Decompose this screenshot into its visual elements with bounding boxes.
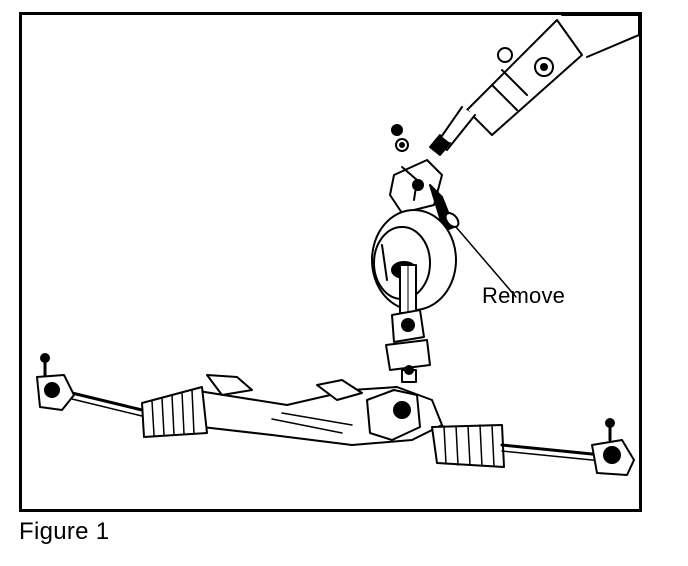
left-bellows-boot [141, 386, 208, 438]
upper-steering-shaft [429, 15, 639, 156]
steering-rack-housing [191, 374, 443, 446]
lower-universal-joint [385, 309, 431, 371]
right-tie-rod [500, 443, 604, 462]
pinch-bolt [429, 184, 460, 232]
remove-callout-label: Remove [482, 283, 566, 308]
steering-assembly-illustration [36, 15, 639, 476]
figure-caption: Figure 1 [19, 518, 110, 545]
pinion-input-shaft [401, 365, 417, 383]
loose-nut [391, 124, 409, 152]
left-tie-rod [70, 391, 144, 417]
figure-frame [19, 12, 642, 512]
intermediate-shaft [399, 264, 417, 314]
right-tie-rod-end [591, 418, 635, 476]
left-tie-rod-end [36, 353, 75, 411]
callout-leader-line [455, 226, 517, 298]
right-bellows-boot [431, 424, 505, 468]
